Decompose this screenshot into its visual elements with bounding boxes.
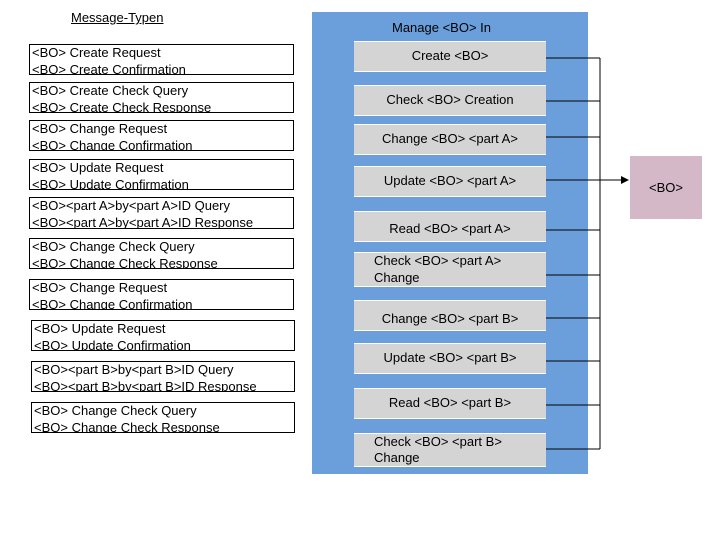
message-type-box: <BO> Create Check Query <BO> Create Chec…: [29, 82, 294, 113]
operation-box: Check <BO> <part B> Change: [354, 433, 546, 467]
message-type-line: <BO> Change Check Response: [32, 255, 218, 269]
arrowhead: [621, 176, 629, 184]
operation-label-line: Check <BO> <part B>: [374, 433, 502, 449]
message-type-box: <BO> Create Request <BO> Create Confirma…: [29, 44, 294, 75]
message-type-box: <BO> Change Request <BO> Change Confirma…: [29, 120, 294, 151]
message-type-box: <BO> Change Check Query <BO> Change Chec…: [31, 402, 295, 433]
message-type-line: <BO> Update Request: [32, 160, 164, 175]
message-type-line: <BO> Change Request: [32, 280, 168, 295]
message-type-line: <BO> Change Confirmation: [32, 296, 193, 310]
panel-title: Manage <BO> In: [392, 20, 492, 35]
operation-box: Change <BO> <part B>: [354, 300, 546, 331]
message-type-line: <BO><part A>by<part A>ID Query: [32, 198, 231, 213]
message-type-box: <BO> Change Check Query <BO> Change Chec…: [29, 238, 294, 269]
message-type-line: <BO> Create Confirmation: [32, 61, 186, 75]
bo-target-box: <BO>: [630, 156, 702, 219]
operation-label-line: Check <BO> <part A>: [374, 253, 502, 268]
operation-box: Read <BO> <part B>: [354, 388, 546, 419]
message-type-box: <BO> Update Request <BO> Update Confirma…: [29, 159, 294, 190]
message-type-line: <BO> Update Confirmation: [32, 176, 189, 190]
message-type-box: <BO><part A>by<part A>ID Query <BO><part…: [29, 197, 294, 229]
message-type-line: <BO> Update Request: [34, 321, 166, 336]
message-type-line: <BO> Create Check Response: [32, 99, 212, 113]
message-type-line: <BO><part B>by<part B>ID Response: [34, 378, 257, 392]
operation-box: Check <BO> Creation: [354, 85, 546, 116]
message-type-line: <BO> Create Request: [32, 45, 161, 60]
message-type-line: <BO><part B>by<part B>ID Query: [34, 362, 234, 377]
operation-box: Check <BO> <part A> Change: [354, 252, 546, 287]
operation-box: Change <BO> <part A>: [354, 124, 546, 155]
message-types-heading: Message-Typen: [71, 10, 164, 25]
operation-box: Update <BO> <part B>: [354, 343, 546, 374]
operation-label-line: Change: [374, 450, 420, 465]
operation-label: Read <BO> <part B>: [388, 395, 512, 411]
operation-label-line: Change: [374, 269, 420, 285]
message-type-line: <BO> Change Check Query: [32, 239, 195, 254]
operation-box: Create <BO>: [354, 41, 546, 72]
operation-label: Change <BO> <part A>: [382, 131, 518, 147]
operation-label: Read <BO> <part A>: [389, 221, 511, 237]
bo-target-label: <BO>: [649, 180, 683, 195]
message-type-line: <BO><part A>by<part A>ID Response: [32, 214, 254, 229]
message-type-line: <BO> Change Request: [32, 121, 168, 136]
operation-label: Change <BO> <part B>: [381, 311, 519, 327]
operation-label: Create <BO>: [411, 48, 489, 64]
message-type-line: <BO> Change Check Response: [34, 419, 220, 433]
operation-label: Update <BO> <part A>: [383, 173, 517, 189]
message-type-box: <BO> Update Request <BO> Update Confirma…: [31, 320, 295, 351]
message-type-line: <BO> Change Check Query: [34, 403, 197, 418]
operation-label: Check <BO> Creation: [386, 92, 514, 108]
message-type-line: <BO> Change Confirmation: [32, 137, 193, 151]
message-type-line: <BO> Update Confirmation: [34, 337, 191, 351]
operation-box: Read <BO> <part A>: [354, 211, 546, 242]
message-type-box: <BO><part B>by<part B>ID Query <BO><part…: [31, 361, 295, 392]
operation-label: Update <BO> <part B>: [383, 350, 517, 366]
message-type-box: <BO> Change Request <BO> Change Confirma…: [29, 279, 294, 310]
operation-box: Update <BO> <part A>: [354, 166, 546, 197]
message-type-line: <BO> Create Check Query: [32, 83, 189, 98]
